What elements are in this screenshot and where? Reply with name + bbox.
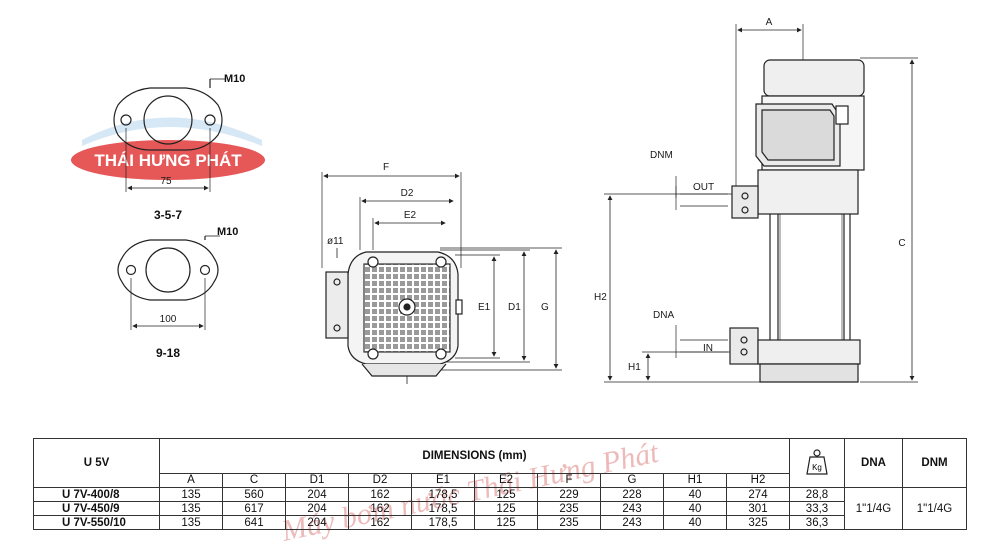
col-header-g: G [600, 472, 664, 489]
label-out: OUT [693, 182, 714, 193]
dimensions-table: U 5V DIMENSIONS (mm) Kg DNA DNM A C D1 D… [33, 438, 967, 530]
col-header-c: C [222, 472, 286, 489]
cell-g: 243 [600, 515, 664, 530]
cell-c: 641 [222, 515, 286, 530]
front-view-drawing [321, 172, 562, 384]
flange-small-drawing [113, 78, 225, 192]
col-header-e1: E1 [411, 472, 475, 489]
flange-large-thread: M10 [217, 226, 238, 238]
label-d2: D2 [401, 188, 414, 199]
label-d1: D1 [508, 302, 521, 313]
cell-e1: 178,5 [411, 501, 475, 516]
label-e1: E1 [478, 302, 491, 313]
cell-g: 243 [600, 501, 664, 516]
table-row: U 7V-450/9 135 617 204 162 178,5 125 235… [33, 501, 967, 516]
logo-text: THÁI HƯNG PHÁT [94, 151, 242, 170]
cell-a: 135 [159, 515, 223, 530]
cell-weight: 36,3 [789, 515, 845, 530]
col-header-h2: H2 [726, 472, 790, 489]
dnm-header: DNM [902, 438, 967, 488]
cell-d2: 162 [348, 501, 412, 516]
dna-header: DNA [844, 438, 903, 488]
cell-h1: 40 [663, 501, 727, 516]
cell-dnm: 1"1/4G [902, 487, 967, 530]
cell-weight: 33,3 [789, 501, 845, 516]
label-dnm: DNM [650, 150, 673, 161]
series-header: U 5V [33, 438, 160, 488]
cell-weight: 28,8 [789, 487, 845, 502]
label-a: A [766, 17, 773, 28]
label-in: IN [703, 343, 713, 354]
col-header-h1: H1 [663, 472, 727, 489]
weight-header: Kg [789, 438, 845, 488]
cell-d1: 204 [285, 515, 349, 530]
label-g: G [541, 302, 549, 313]
model-name: U 7V-550/10 [33, 515, 160, 530]
cell-e1: 178,5 [411, 515, 475, 530]
col-header-a: A [159, 472, 223, 489]
label-dna: DNA [653, 310, 674, 321]
col-header-f: F [537, 472, 601, 489]
cell-d2: 162 [348, 515, 412, 530]
cell-h1: 40 [663, 487, 727, 502]
flange-small-thread: M10 [224, 73, 245, 85]
cell-f: 229 [537, 487, 601, 502]
flange-small-caption: 3-5-7 [154, 208, 182, 222]
model-name: U 7V-450/9 [33, 501, 160, 516]
cell-h2: 325 [726, 515, 790, 530]
model-name: U 7V-400/8 [33, 487, 160, 502]
flange-large-dim: 100 [160, 314, 177, 325]
table-row: U 7V-400/8 135 560 204 162 178,5 125 229… [33, 487, 967, 530]
cell-a: 135 [159, 501, 223, 516]
cell-e1: 178,5 [411, 487, 475, 502]
flange-small-dim: 75 [160, 176, 172, 187]
label-f: F [383, 162, 389, 173]
weight-kg-icon-text: Kg [812, 463, 822, 472]
cell-g: 228 [600, 487, 664, 502]
cell-e2: 125 [474, 501, 538, 516]
cell-h1: 40 [663, 515, 727, 530]
cell-d1: 204 [285, 501, 349, 516]
side-view-drawing [604, 24, 918, 383]
flange-large-caption: 9-18 [156, 346, 180, 360]
label-c: C [898, 238, 905, 249]
cell-f: 235 [537, 501, 601, 516]
cell-dna: 1"1/4G [844, 487, 903, 530]
col-header-d1: D1 [285, 472, 349, 489]
label-h1: H1 [628, 362, 641, 373]
cell-c: 560 [222, 487, 286, 502]
cell-h2: 274 [726, 487, 790, 502]
col-header-d2: D2 [348, 472, 412, 489]
cell-c: 617 [222, 501, 286, 516]
weight-kg-icon: Kg [806, 448, 828, 475]
label-hole-diameter: ø11 [327, 236, 344, 247]
label-h2: H2 [594, 292, 607, 303]
cell-e2: 125 [474, 515, 538, 530]
cell-d2: 162 [348, 487, 412, 502]
label-e2: E2 [404, 210, 417, 221]
cell-f: 235 [537, 515, 601, 530]
col-header-e2: E2 [474, 472, 538, 489]
table-row: U 7V-550/10 135 641 204 162 178,5 125 23… [33, 515, 967, 530]
cell-d1: 204 [285, 487, 349, 502]
dimensions-header: DIMENSIONS (mm) [159, 438, 790, 474]
cell-h2: 301 [726, 501, 790, 516]
company-logo: THÁI HƯNG PHÁT [71, 117, 265, 180]
cell-e2: 125 [474, 487, 538, 502]
flange-large-drawing [117, 235, 220, 330]
cell-a: 135 [159, 487, 223, 502]
